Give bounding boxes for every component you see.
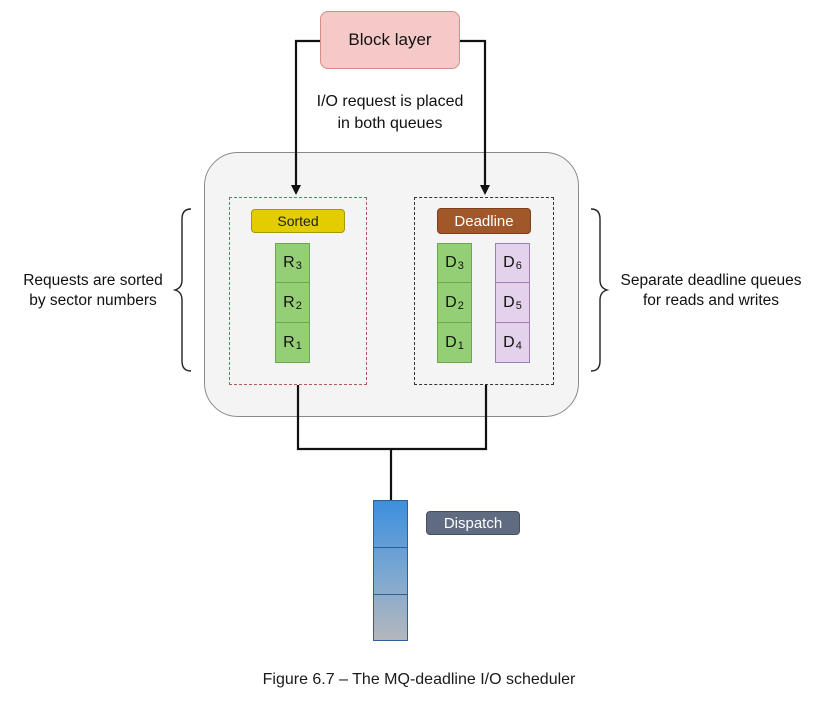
left-note-line2: by sector numbers bbox=[29, 292, 157, 309]
dispatch-badge: Dispatch bbox=[426, 511, 520, 535]
figure-caption: Figure 6.7 – The MQ-deadline I/O schedul… bbox=[262, 671, 576, 688]
right-note-line1: Separate deadline queues bbox=[620, 272, 802, 289]
placement-note-line1: I/O request is placed bbox=[316, 93, 464, 110]
sorted-badge-label: Sorted bbox=[277, 213, 319, 229]
deadline-badge: Deadline bbox=[437, 208, 531, 234]
left-brace bbox=[172, 208, 192, 372]
dispatch-slot bbox=[374, 548, 407, 595]
sorted-badge: Sorted bbox=[251, 209, 345, 233]
arrow-to-deadline bbox=[460, 39, 490, 195]
sorted-queue-box bbox=[229, 197, 367, 385]
arrow-to-sorted bbox=[291, 39, 320, 195]
block-layer-node: Block layer bbox=[320, 11, 460, 69]
deadline-queue-box bbox=[414, 197, 554, 385]
placement-note: I/O request is placed in both queues bbox=[290, 91, 490, 135]
right-side-note: Separate deadline queues for reads and w… bbox=[604, 271, 818, 311]
dispatch-slot bbox=[374, 501, 407, 548]
left-note-line1: Requests are sorted bbox=[23, 272, 163, 289]
dispatch-queue bbox=[373, 500, 408, 641]
deadline-badge-label: Deadline bbox=[454, 212, 514, 230]
dispatch-slot bbox=[374, 595, 407, 642]
block-layer-label: Block layer bbox=[348, 30, 432, 49]
left-side-note: Requests are sorted by sector numbers bbox=[0, 271, 186, 311]
right-note-line2: for reads and writes bbox=[642, 292, 780, 309]
merge-line bbox=[296, 385, 488, 451]
right-brace bbox=[590, 208, 610, 372]
placement-note-line2: in both queues bbox=[337, 115, 443, 132]
dispatch-badge-label: Dispatch bbox=[443, 514, 503, 532]
